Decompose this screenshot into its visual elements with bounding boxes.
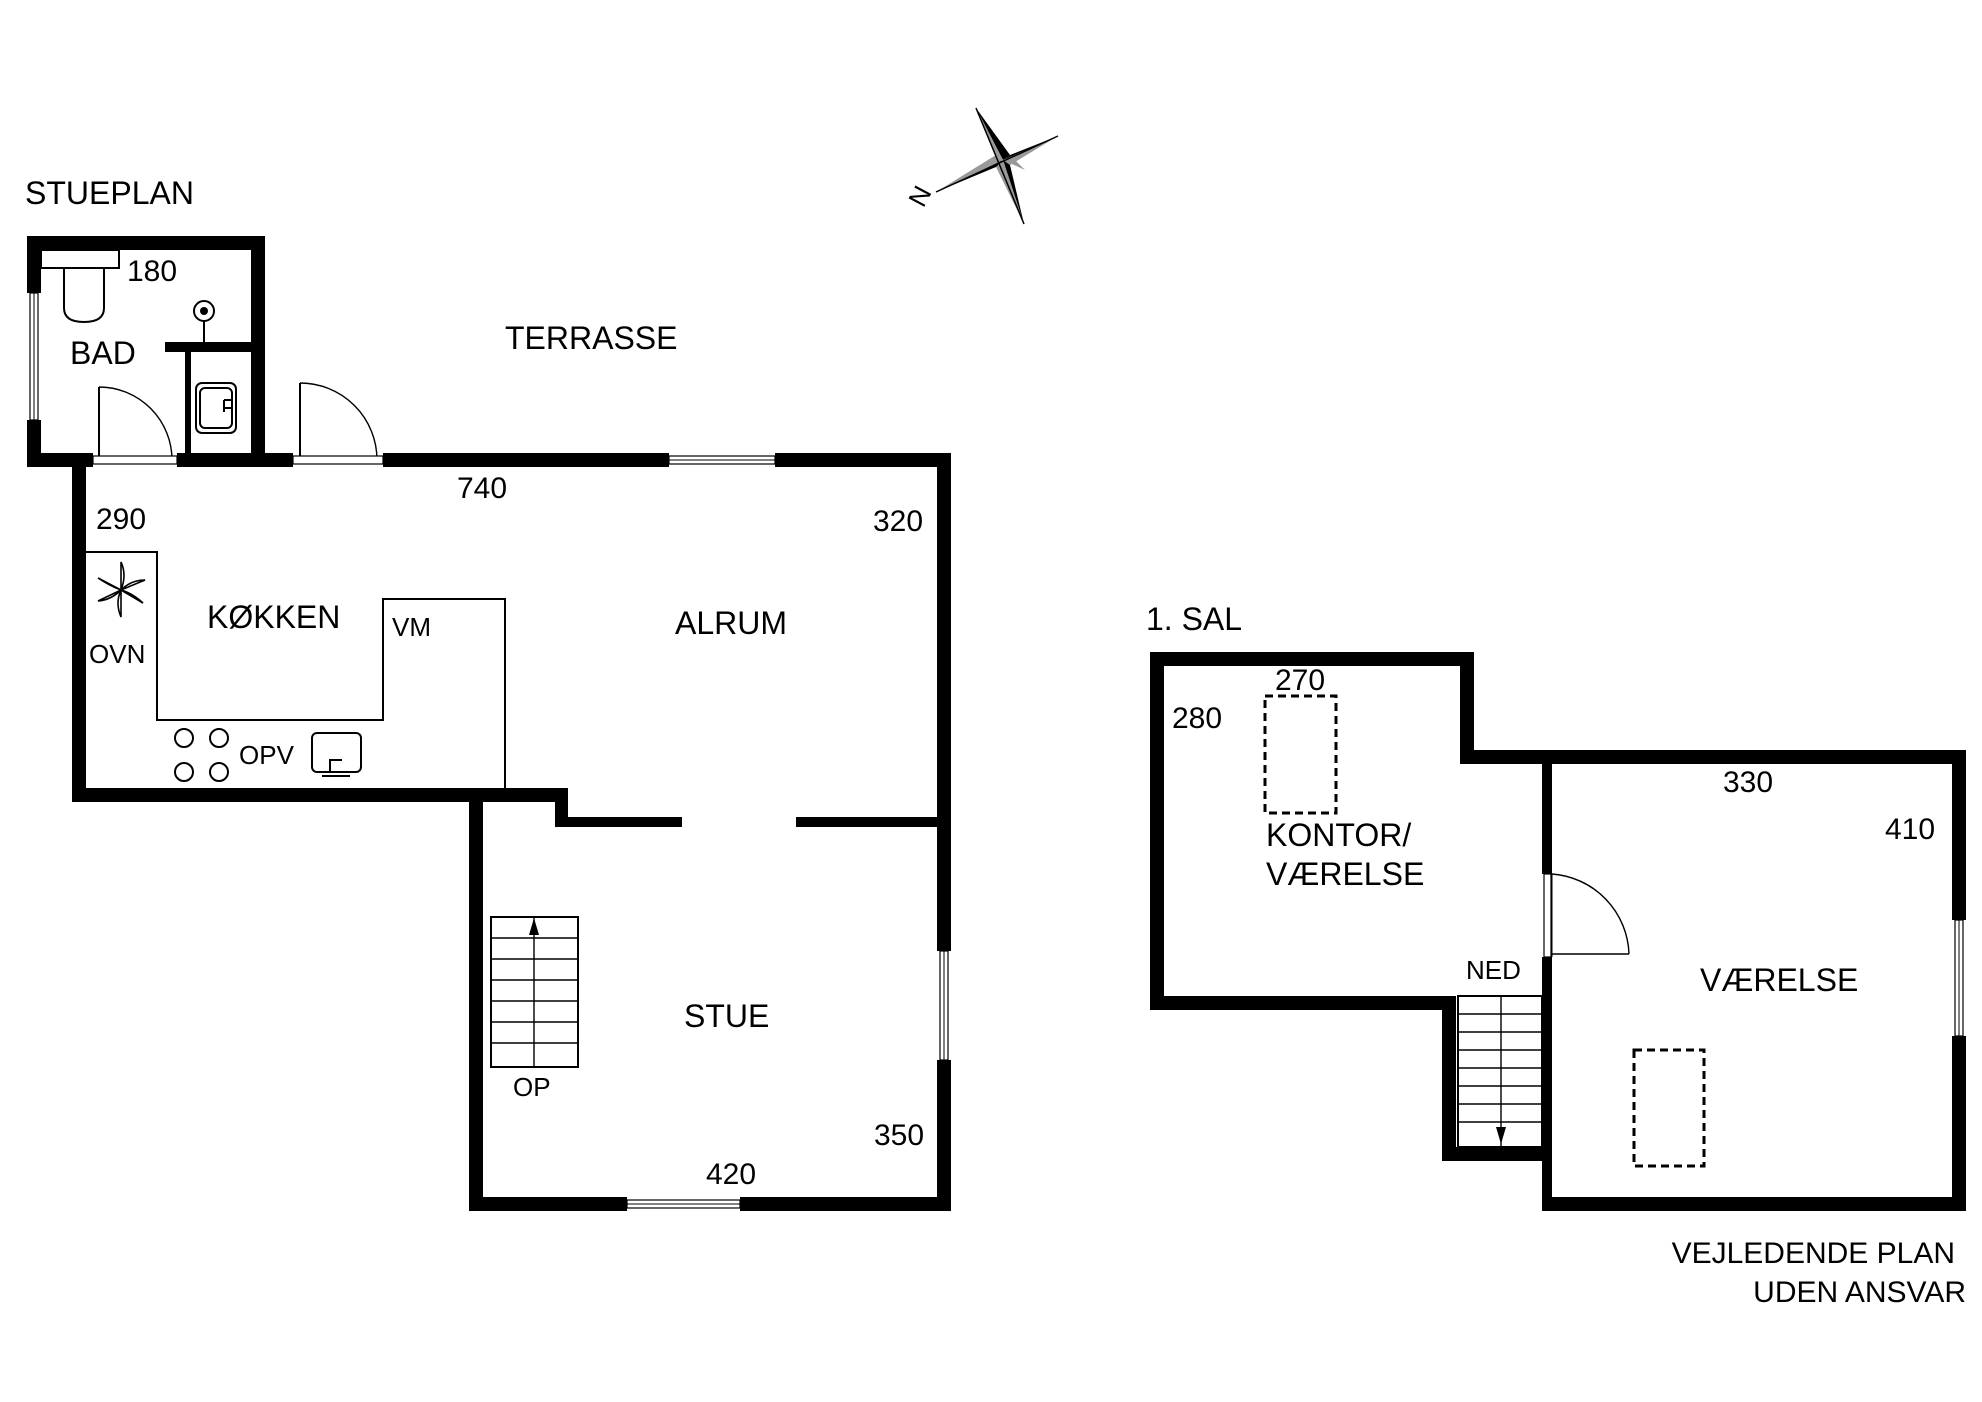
stue-bottom-window <box>626 1199 741 1209</box>
first-floor-title: 1. SAL <box>1146 601 1242 637</box>
office-skylight <box>1263 694 1338 815</box>
bedroom-label: VÆRELSE <box>1700 962 1858 998</box>
office-dimension-left: 280 <box>1172 702 1222 735</box>
shower-head-icon <box>193 300 215 342</box>
washer-label: VM <box>392 612 431 642</box>
bathroom-sink-icon <box>195 382 237 434</box>
stue-label: STUE <box>684 998 769 1034</box>
office-label-line2: VÆRELSE <box>1266 856 1424 892</box>
disclaimer-line2: UDEN ANSVAR <box>1753 1276 1966 1309</box>
stue-dimension-bottom: 420 <box>706 1158 756 1191</box>
bedroom-door-icon <box>1543 873 1630 958</box>
kitchen-label: KØKKEN <box>207 599 340 635</box>
bathroom-label: BAD <box>70 335 136 371</box>
bedroom-skylight <box>1632 1048 1706 1168</box>
terrace-label: TERRASSE <box>505 320 677 356</box>
dishwasher-label: OPV <box>239 740 295 770</box>
kitchen-counter <box>86 551 506 788</box>
office-dimension-top: 270 <box>1275 664 1325 697</box>
alrum-label: ALRUM <box>675 605 787 641</box>
stue-side-window <box>939 950 949 1061</box>
compass-north-label: N <box>902 181 937 212</box>
first-floor-walls <box>1150 652 1966 1211</box>
alrum-window <box>668 455 776 465</box>
bathroom-door-icon <box>92 386 178 465</box>
ground-floor-walls <box>72 453 951 1211</box>
bathroom-dimension: 180 <box>127 255 177 288</box>
stairs-down-icon <box>1457 995 1543 1148</box>
bathroom-walls <box>27 236 265 467</box>
bedroom-dimension-right: 410 <box>1885 813 1935 846</box>
bathroom-window <box>29 292 39 421</box>
kitchen-sink-icon <box>311 732 362 777</box>
kitchen-dimension: 290 <box>96 503 146 536</box>
bedroom-dimension-top: 330 <box>1723 766 1773 799</box>
stue-dimension-right: 350 <box>874 1119 924 1152</box>
stairs-up-icon <box>490 916 579 1068</box>
ground-floor-title: STUEPLAN <box>25 175 194 211</box>
bedroom-window <box>1954 919 1964 1037</box>
oven-fan-icon <box>97 561 146 618</box>
toilet-icon <box>40 249 120 324</box>
stairs-down-label: NED <box>1466 955 1521 985</box>
office-label-line1: KONTOR/ <box>1266 817 1411 853</box>
compass-rose-icon <box>935 107 1059 225</box>
stove-burners-icon <box>174 728 229 782</box>
oven-label: OVN <box>89 639 145 669</box>
terrace-door-icon <box>292 382 384 465</box>
disclaimer-line1: VEJLEDENDE PLAN <box>1672 1237 1955 1270</box>
alrum-dimension-top: 740 <box>457 472 507 505</box>
alrum-dimension-right: 320 <box>873 505 923 538</box>
stairs-up-label: OP <box>513 1072 551 1102</box>
